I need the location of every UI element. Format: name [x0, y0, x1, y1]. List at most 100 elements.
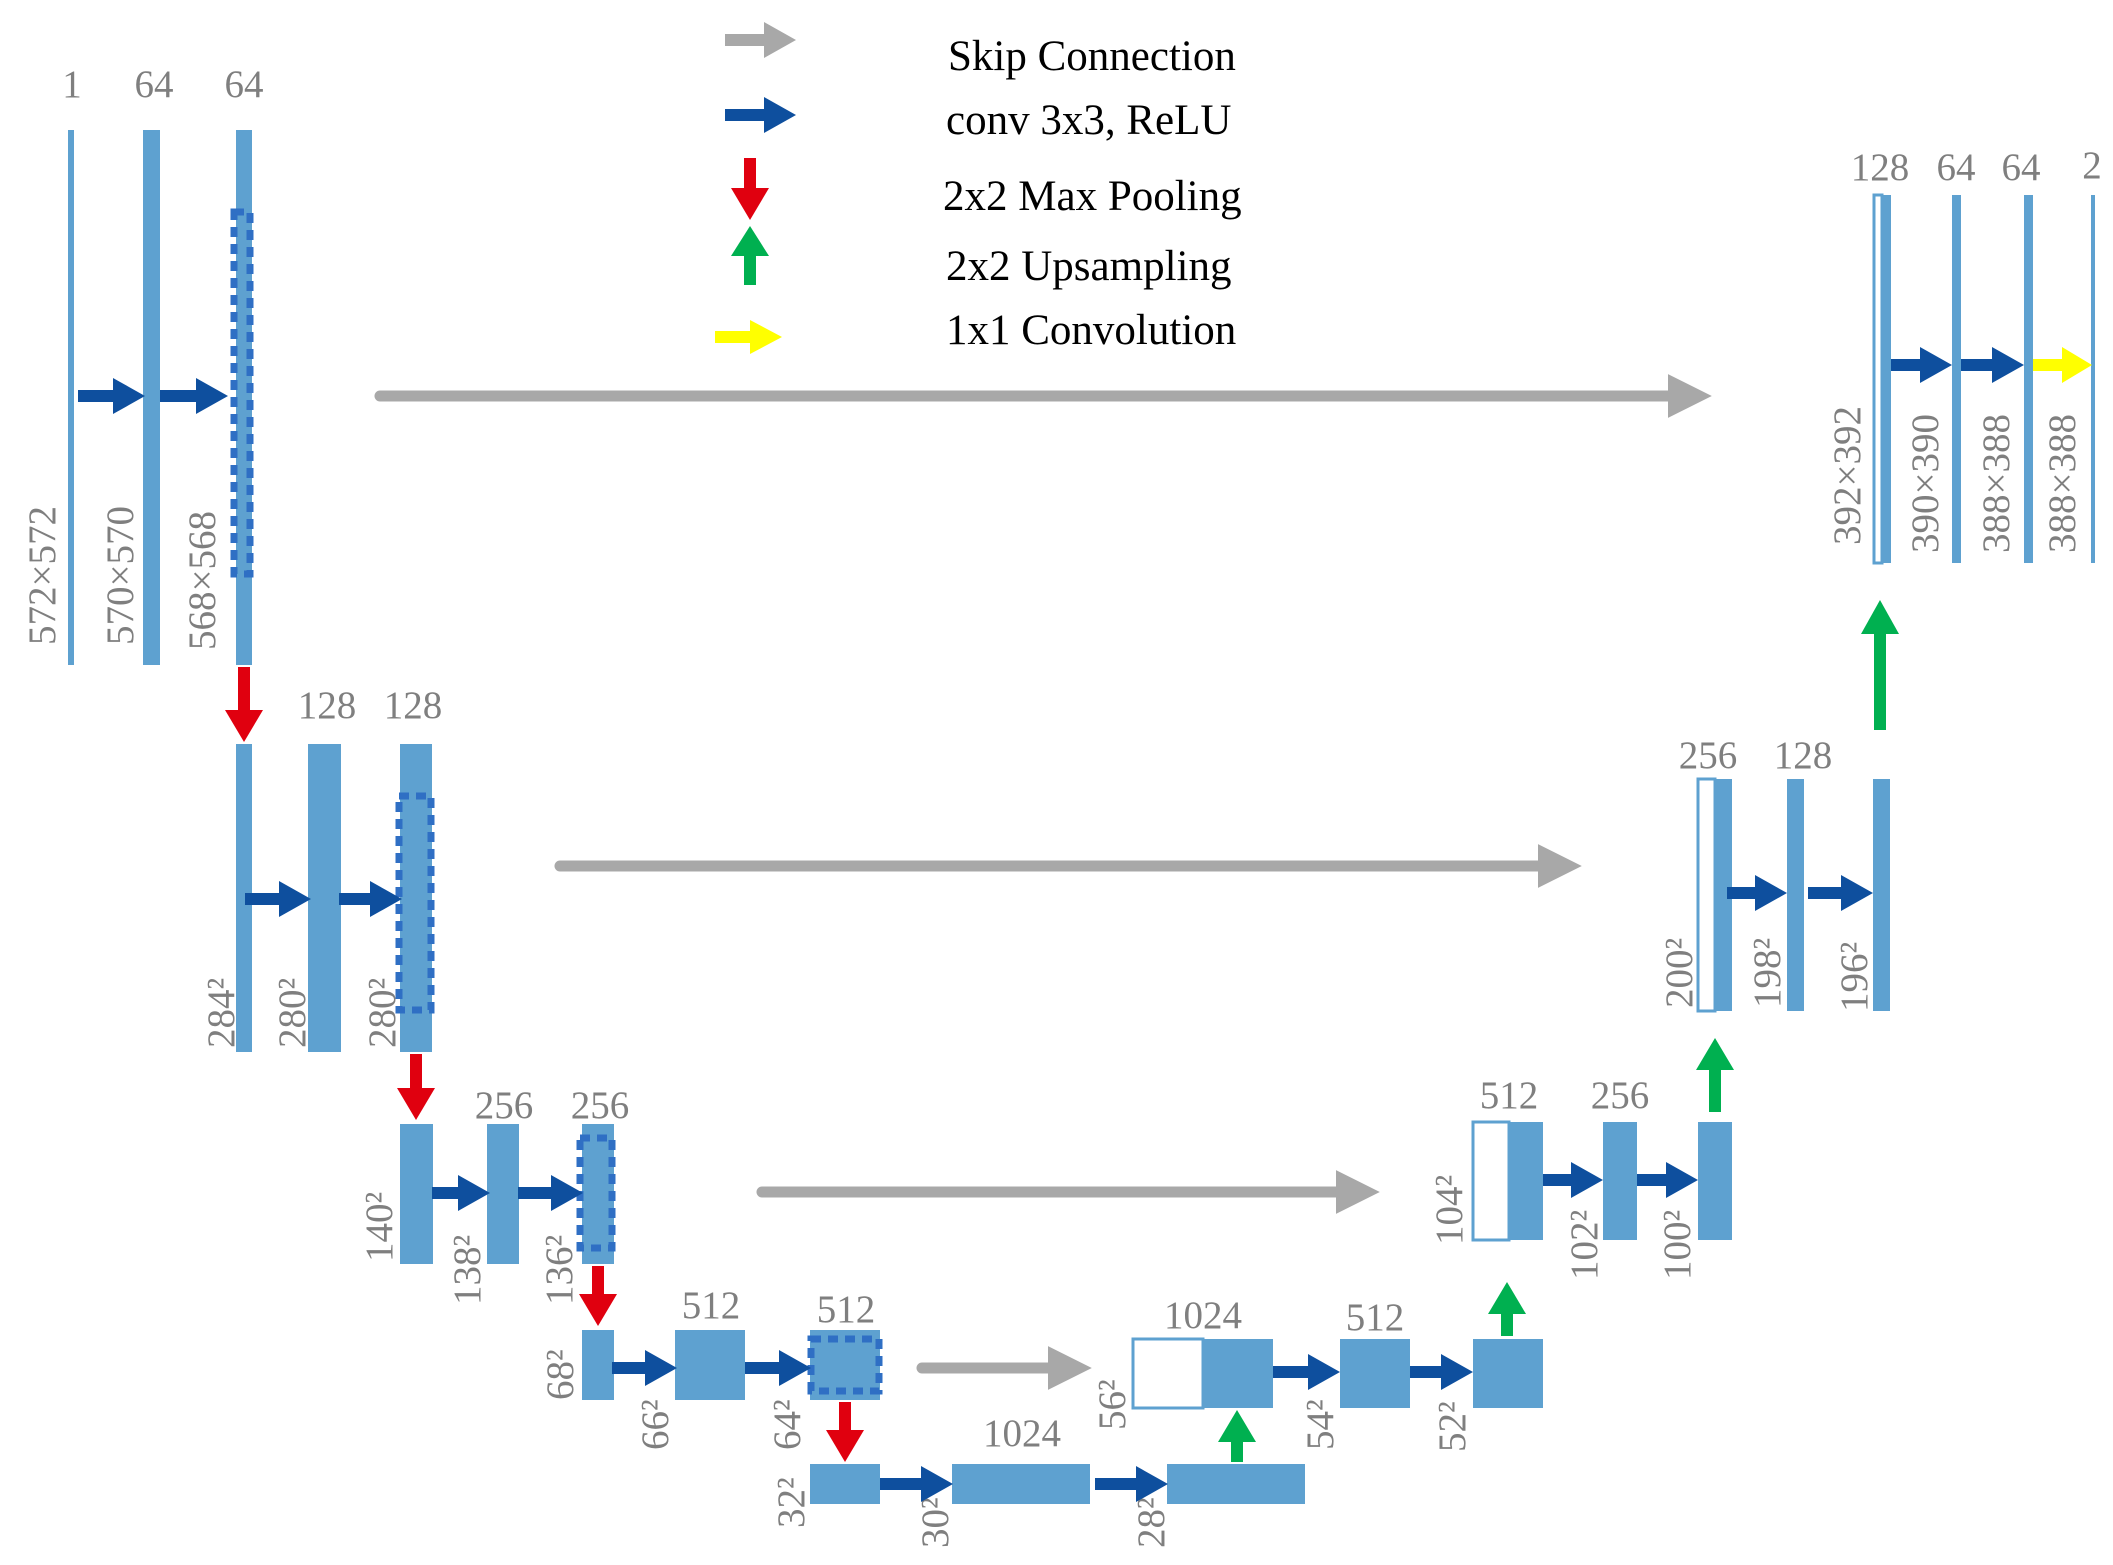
- channel-label: 512: [1346, 1296, 1405, 1339]
- size-label: 390×390: [1904, 414, 1947, 553]
- up-arrows: [1218, 600, 1899, 1462]
- channel-label: 128: [298, 684, 357, 727]
- legend-up-arrow: [731, 226, 769, 285]
- encoder-level-2: 128 128 284² 280² 280²: [200, 684, 442, 1052]
- up-arrow: [1696, 1038, 1734, 1112]
- pool-arrow: [225, 667, 263, 742]
- channel-label: 256: [1591, 1074, 1650, 1117]
- feature-map: [1715, 779, 1732, 1011]
- feature-map: [1882, 195, 1891, 563]
- legend: Skip Connection conv 3x3, ReLU 2x2 Max P…: [715, 22, 1242, 354]
- size-label: 284²: [200, 978, 243, 1048]
- feature-map: [1473, 1339, 1543, 1408]
- channel-label: 256: [571, 1084, 630, 1127]
- conv-arrow: [1273, 1354, 1340, 1390]
- up-arrow: [1218, 1410, 1256, 1462]
- encoder-level-1: 1 64 64 572×572 570×570 568×568: [21, 63, 264, 665]
- output-map: [2091, 195, 2095, 563]
- feature-map: [1167, 1464, 1305, 1504]
- decoder-level-1: 128 64 64 2 392×392 390×390 388×388 388×…: [1826, 144, 2102, 565]
- feature-map-1: [68, 130, 74, 665]
- feature-map: [952, 1464, 1090, 1504]
- feature-map: [1340, 1339, 1410, 1408]
- skip-connections: [374, 374, 1712, 1390]
- crop-region: [395, 792, 435, 1014]
- copied-feature-map: [1471, 1120, 1511, 1242]
- channel-label: 512: [817, 1288, 876, 1331]
- size-label: 388×388: [1975, 414, 2018, 553]
- size-label: 280²: [361, 978, 404, 1048]
- conv-arrow: [432, 1175, 490, 1211]
- decoder-level-3: 512 256 104² 102² 100²: [1428, 1074, 1732, 1280]
- feature-map: [675, 1330, 745, 1400]
- bottleneck: 1024 32² 30² 28²: [770, 1412, 1305, 1548]
- encoder-level-4: 512 512 68² 66² 64²: [539, 1284, 883, 1450]
- channel-label: 128: [1851, 146, 1910, 189]
- decoder-level-4: 1024 512 56² 54² 52²: [1091, 1294, 1543, 1452]
- legend-skip-arrow: [725, 22, 796, 58]
- conv-arrow: [245, 881, 311, 917]
- copied-feature-map: [1872, 193, 1884, 565]
- channel-label: 256: [475, 1084, 534, 1127]
- size-label: 30²: [914, 1497, 957, 1548]
- size-label: 56²: [1091, 1379, 1134, 1430]
- channel-label: 1: [62, 63, 82, 106]
- feature-map: [1698, 1122, 1732, 1240]
- size-label: 198²: [1746, 938, 1789, 1008]
- pool-arrow: [579, 1266, 617, 1326]
- feature-map: [1603, 1122, 1637, 1240]
- legend-pool-label: 2x2 Max Pooling: [943, 173, 1242, 220]
- conv-arrow: [1961, 347, 2024, 383]
- size-label: 140²: [358, 1192, 401, 1262]
- up-arrow: [1488, 1282, 1526, 1336]
- feature-map: [487, 1124, 519, 1264]
- conv-arrow: [1410, 1354, 1473, 1390]
- size-label: 52²: [1431, 1401, 1474, 1452]
- conv-arrow: [880, 1466, 953, 1502]
- size-label: 64²: [766, 1399, 809, 1450]
- channel-label: 64: [2002, 146, 2041, 189]
- size-label: 100²: [1656, 1210, 1699, 1280]
- size-label: 66²: [634, 1399, 677, 1450]
- decoder-level-2: 256 128 200² 198² 196²: [1658, 734, 1890, 1013]
- conv-arrow: [1095, 1466, 1168, 1502]
- size-label: 104²: [1428, 1175, 1471, 1245]
- conv1x1-arrow: [2033, 347, 2092, 383]
- channel-label: 512: [1480, 1074, 1539, 1117]
- feature-map: [308, 744, 341, 1052]
- size-label: 32²: [770, 1477, 813, 1528]
- conv-arrows: [78, 347, 2024, 1502]
- conv-arrow: [1808, 875, 1873, 911]
- feature-map: [236, 744, 252, 1052]
- conv-arrow: [78, 378, 145, 414]
- channel-label: 128: [1774, 734, 1833, 777]
- feature-map: [400, 1124, 433, 1264]
- feature-map: [2024, 195, 2033, 563]
- up-arrow: [1861, 600, 1899, 730]
- conv-arrow: [612, 1350, 677, 1386]
- pool-arrow: [397, 1054, 435, 1120]
- size-label: 568×568: [181, 511, 224, 650]
- feature-map: [1873, 779, 1890, 1011]
- size-label: 28²: [1130, 1497, 1173, 1548]
- channel-label: 64: [225, 63, 264, 106]
- channel-label: 1024: [1164, 1294, 1242, 1337]
- channel-label: 512: [682, 1284, 741, 1327]
- size-label: 388×388: [2041, 414, 2084, 553]
- channel-label: 2: [2082, 144, 2102, 187]
- size-label: 280²: [271, 978, 314, 1048]
- feature-map: [810, 1464, 880, 1504]
- feature-map: [1787, 779, 1804, 1011]
- size-label: 136²: [538, 1235, 581, 1305]
- channel-label: 1024: [983, 1412, 1061, 1455]
- pool-arrows: [225, 667, 864, 1462]
- size-label: 200²: [1658, 938, 1701, 1008]
- conv-arrow: [745, 1350, 811, 1386]
- size-label: 54²: [1299, 1399, 1342, 1450]
- size-label: 572×572: [21, 506, 64, 645]
- feature-map: [582, 1330, 614, 1400]
- size-label: 196²: [1833, 942, 1876, 1012]
- conv-arrow: [1637, 1162, 1698, 1198]
- channel-label: 256: [1679, 734, 1738, 777]
